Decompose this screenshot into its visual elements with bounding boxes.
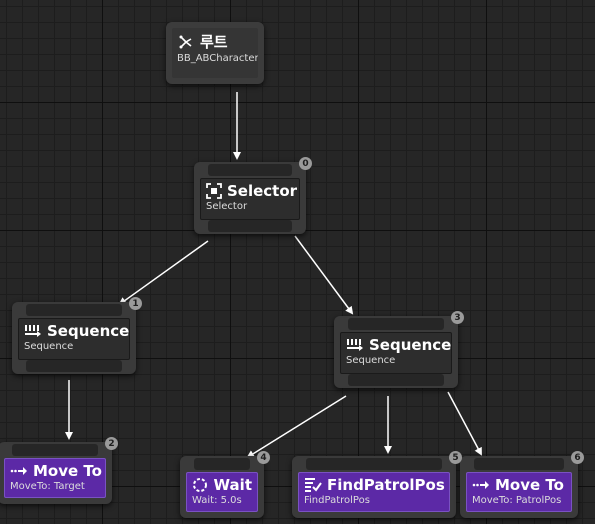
node-title: Sequence <box>369 336 452 354</box>
find-patrol-pos-node-5[interactable]: 5 FindPatrolPos FindPatrolPos <box>292 451 462 518</box>
wire-selector-sequence3 <box>294 235 354 315</box>
node-subtitle: Wait: 5.0s <box>192 495 242 506</box>
node-title: Move To <box>33 462 102 480</box>
sequence-icon <box>24 323 42 339</box>
move-to-icon <box>472 477 490 493</box>
wait-icon <box>192 477 209 493</box>
move-to-node-2[interactable]: 2 Move To MoveTo: Target <box>0 437 118 504</box>
node-title: FindPatrolPos <box>327 476 445 494</box>
node-index-badge: 5 <box>449 451 462 464</box>
move-to-node-6[interactable]: 6 Move To MoveTo: PatrolPos <box>460 451 584 518</box>
node-subtitle: Selector <box>206 201 248 212</box>
node-title: Selector <box>227 182 298 200</box>
root-node[interactable]: 루트 BB_ABCharacter <box>166 22 264 84</box>
wait-node-4[interactable]: 4 Wait Wait: 5.0s <box>180 451 270 518</box>
node-subtitle: BB_ABCharacter <box>177 53 258 64</box>
node-subtitle: Sequence <box>346 355 396 366</box>
node-title: 루트 <box>200 33 228 51</box>
sequence-node-1[interactable]: 1 Sequence Sequence <box>12 297 142 374</box>
node-index-badge: 1 <box>129 297 142 310</box>
node-index-badge: 3 <box>451 311 464 324</box>
node-title: Sequence <box>47 322 130 340</box>
node-subtitle: Sequence <box>24 341 74 352</box>
node-title: Move To <box>495 476 564 494</box>
selector-node[interactable]: 0 Selector Selector <box>194 157 312 234</box>
node-index-badge: 6 <box>571 451 584 464</box>
wire-sequence3-moveto <box>447 391 482 456</box>
task-icon <box>304 477 322 493</box>
node-subtitle: FindPatrolPos <box>304 495 370 506</box>
root-icon <box>177 34 195 50</box>
wire-selector-sequence1 <box>118 240 209 306</box>
node-title: Wait <box>213 476 252 494</box>
node-index-badge: 0 <box>299 157 312 170</box>
selector-icon <box>206 183 222 199</box>
node-index-badge: 4 <box>257 451 270 464</box>
move-to-icon <box>10 463 28 479</box>
sequence-icon <box>346 337 364 353</box>
node-index-badge: 2 <box>105 437 118 450</box>
wire-sequence3-wait <box>246 395 347 459</box>
sequence-node-3[interactable]: 3 Sequence Sequence <box>334 311 464 388</box>
node-subtitle: MoveTo: PatrolPos <box>472 495 562 506</box>
node-subtitle: MoveTo: Target <box>10 481 85 492</box>
